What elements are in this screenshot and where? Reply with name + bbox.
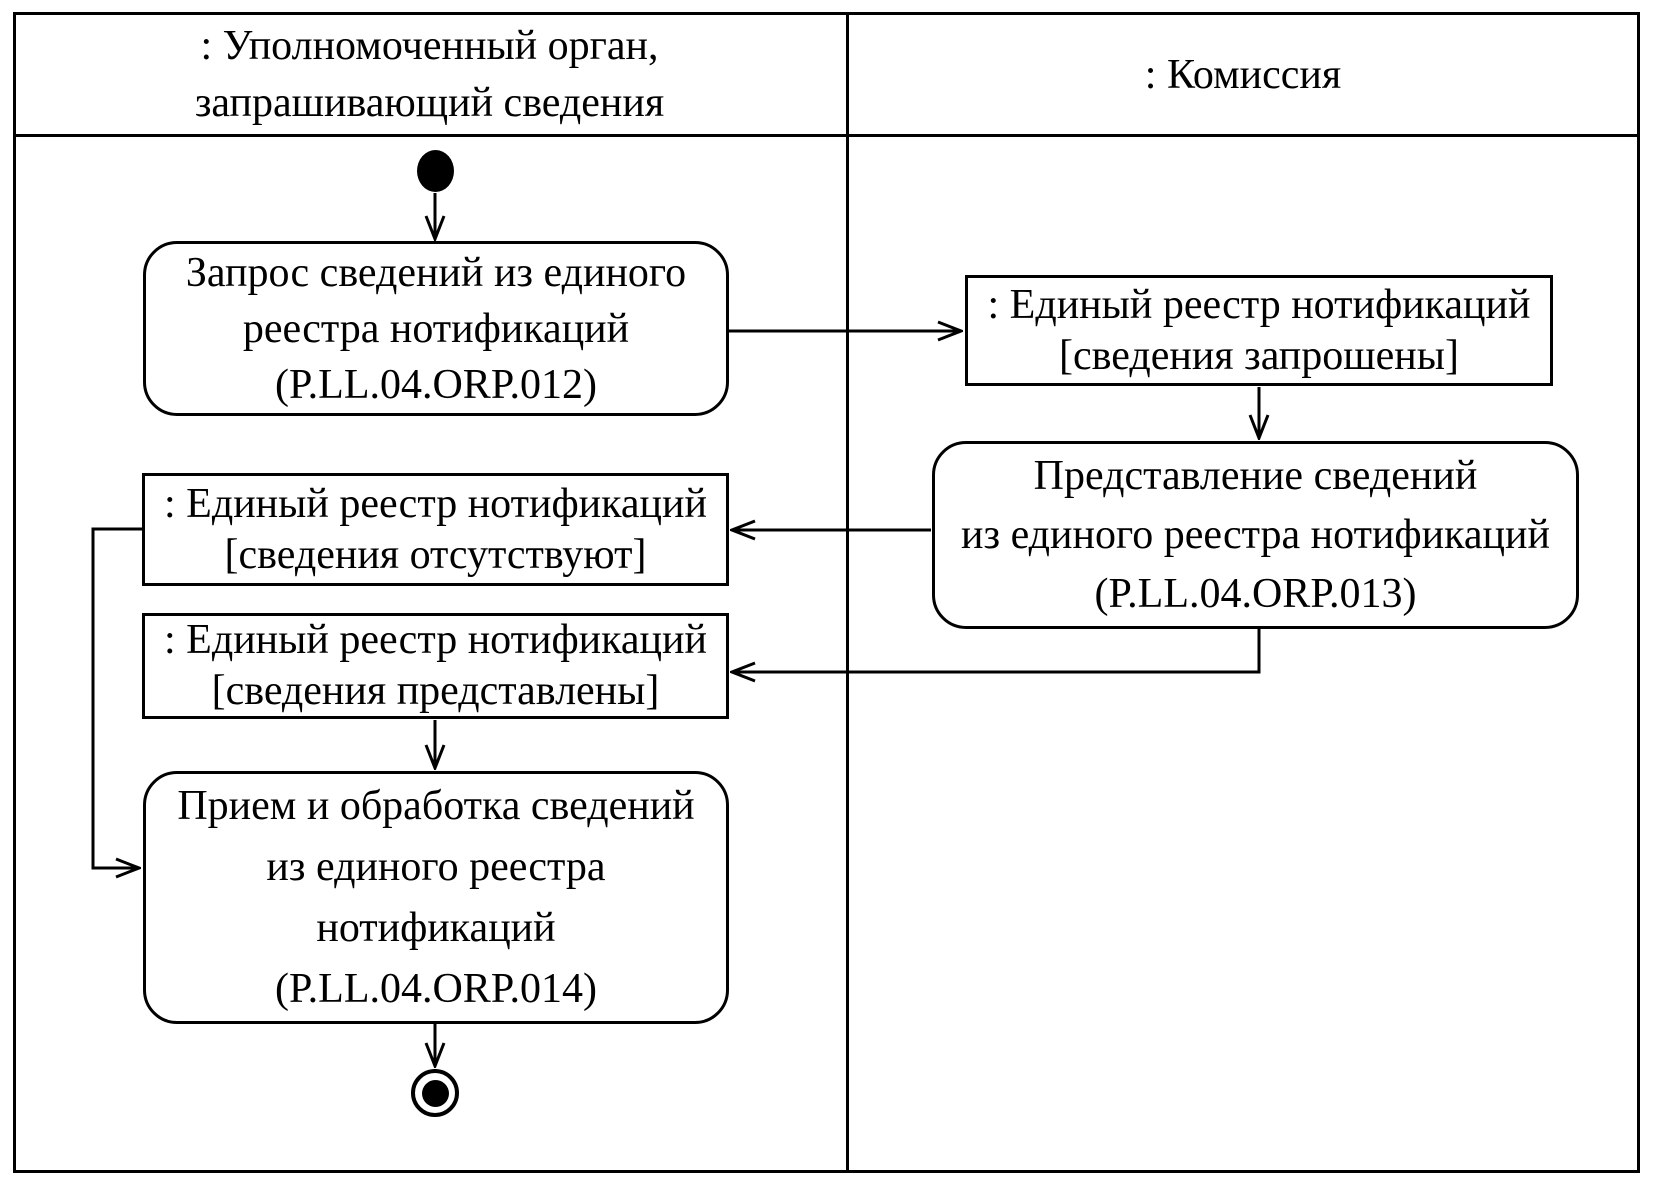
lane-title-line: : Уполномоченный орган, bbox=[200, 23, 659, 69]
activity-label-line: Запрос сведений из единого bbox=[185, 249, 687, 296]
object-state-line: [сведения представлены] bbox=[211, 668, 660, 714]
lane-header-authorized-body: : Уполномоченный орган, запрашивающий св… bbox=[13, 16, 846, 134]
lane-header-commission: : Комиссия bbox=[846, 16, 1640, 134]
lane-divider bbox=[846, 12, 849, 1173]
lane-title-line: : Комиссия bbox=[1144, 51, 1342, 98]
diagram-frame bbox=[13, 12, 1640, 1173]
activity-label-line: из единого реестра нотификаций bbox=[961, 511, 1550, 558]
object-state-presented-box: : Единый реестр нотификаций [сведения пр… bbox=[142, 613, 729, 719]
activity-label-line: Представление сведений bbox=[1033, 452, 1478, 499]
activity-label-line: нотификаций bbox=[316, 904, 556, 951]
final-node bbox=[411, 1069, 459, 1117]
object-state-line: [сведения отсутствуют] bbox=[224, 531, 647, 578]
activity-label-line: Прием и обработка сведений bbox=[177, 782, 695, 829]
activity-label-line: реестра нотификаций bbox=[242, 305, 630, 352]
activity-label-line: (P.LL.04.ORP.013) bbox=[1094, 570, 1417, 617]
object-state-absent-box: : Единый реестр нотификаций [сведения от… bbox=[142, 473, 729, 586]
activity-present-box: Представление сведений из единого реестр… bbox=[932, 441, 1579, 629]
object-label-line: : Единый реестр нотификаций bbox=[164, 617, 707, 663]
final-node-dot bbox=[421, 1079, 449, 1107]
activity-label-line: из единого реестра bbox=[266, 843, 606, 890]
object-state-requested-box: : Единый реестр нотификаций [сведения за… bbox=[965, 275, 1553, 386]
object-label-line: : Единый реестр нотификаций bbox=[987, 281, 1531, 328]
activity-label-line: (P.LL.04.ORP.014) bbox=[274, 965, 598, 1012]
activity-request-box: Запрос сведений из единого реестра нотиф… bbox=[143, 241, 729, 416]
initial-node bbox=[417, 150, 454, 192]
lane-header-underline bbox=[13, 134, 1640, 137]
object-state-line: [сведения запрошены] bbox=[1059, 332, 1459, 379]
lane-title-line: запрашивающий сведения bbox=[194, 80, 665, 126]
object-label-line: : Единый реестр нотификаций bbox=[164, 480, 707, 527]
activity-receive-box: Прием и обработка сведений из единого ре… bbox=[143, 771, 729, 1024]
activity-label-line: (P.LL.04.ORP.012) bbox=[274, 361, 598, 408]
